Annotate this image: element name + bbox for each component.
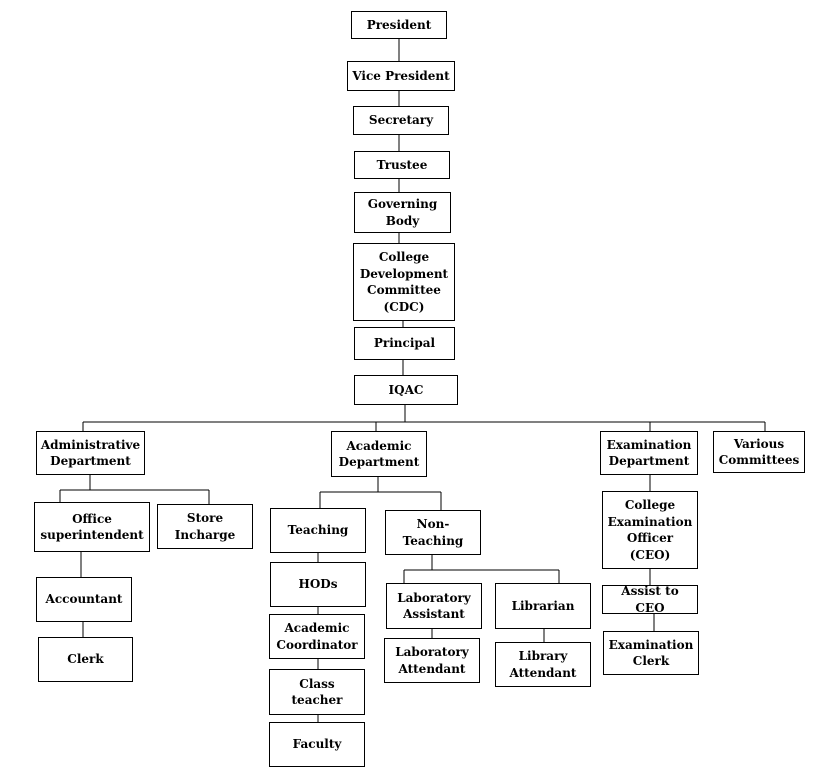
laboratory-attendant-box: Laboratory Attendant <box>384 638 480 683</box>
president-box: President <box>351 11 447 39</box>
store-incharge-box: Store Incharge <box>157 504 253 549</box>
clerk-box: Clerk <box>38 637 133 682</box>
teaching-box: Teaching <box>270 508 366 553</box>
librarian-box: Librarian <box>495 583 591 629</box>
trustee-box: Trustee <box>354 151 450 179</box>
library-attendant-box: Library Attendant <box>495 642 591 687</box>
secretary-box: Secretary <box>353 106 449 135</box>
cdc-box: College Development Committee (CDC) <box>353 243 455 321</box>
ceo-box: College Examination Officer (CEO) <box>602 491 698 569</box>
principal-box: Principal <box>354 327 455 360</box>
hods-box: HODs <box>270 562 366 607</box>
examination-clerk-box: Examination Clerk <box>603 631 699 675</box>
non-teaching-box: Non- Teaching <box>385 510 481 555</box>
faculty-box: Faculty <box>269 722 365 767</box>
various-committees-box: Various Committees <box>713 431 805 473</box>
class-teacher-box: Class teacher <box>269 669 365 715</box>
laboratory-assistant-box: Laboratory Assistant <box>386 583 482 629</box>
vice-president-box: Vice President <box>347 61 455 91</box>
accountant-box: Accountant <box>36 577 132 622</box>
office-superintendent-box: Office superintendent <box>34 502 150 552</box>
iqac-box: IQAC <box>354 375 458 405</box>
administrative-department-box: Administrative Department <box>36 431 145 475</box>
examination-department-box: Examination Department <box>600 431 698 475</box>
assist-to-ceo-box: Assist to CEO <box>602 584 698 615</box>
academic-coordinator-box: Academic Coordinator <box>269 614 365 659</box>
academic-department-box: Academic Department <box>331 431 427 477</box>
governing-body-box: Governing Body <box>354 192 451 233</box>
